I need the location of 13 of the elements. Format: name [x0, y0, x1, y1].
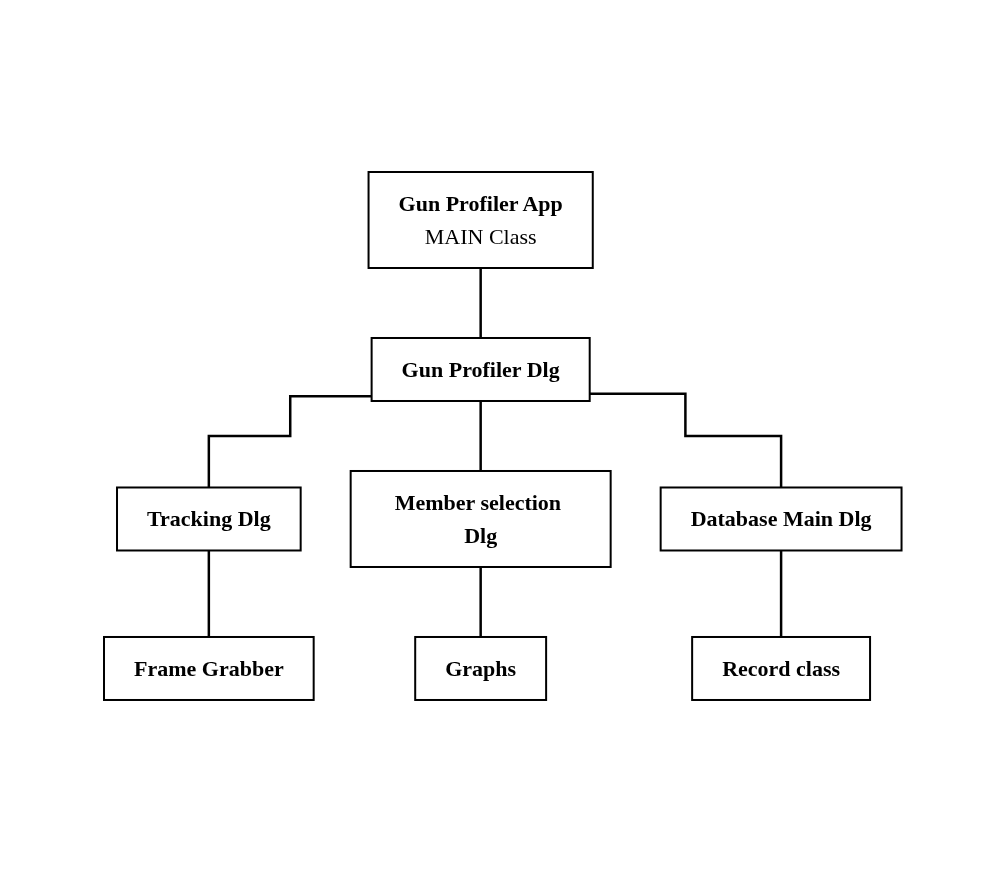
connector	[479, 399, 483, 472]
connector	[207, 548, 211, 638]
node-box: Graphs	[414, 635, 548, 701]
connector	[479, 565, 483, 638]
node-box: Frame Grabber	[103, 635, 315, 701]
node-box: Gun Profiler App MAIN Class	[367, 170, 594, 269]
node-box: Gun Profiler Dlg	[370, 336, 591, 402]
connector	[479, 266, 483, 339]
connector	[780, 548, 783, 638]
node-box: Member selection Dlg	[349, 469, 612, 568]
node-box: Tracking Dlg	[116, 486, 302, 551]
node-box: Database Main Dlg	[659, 486, 903, 551]
node-box: Record class	[691, 635, 872, 701]
